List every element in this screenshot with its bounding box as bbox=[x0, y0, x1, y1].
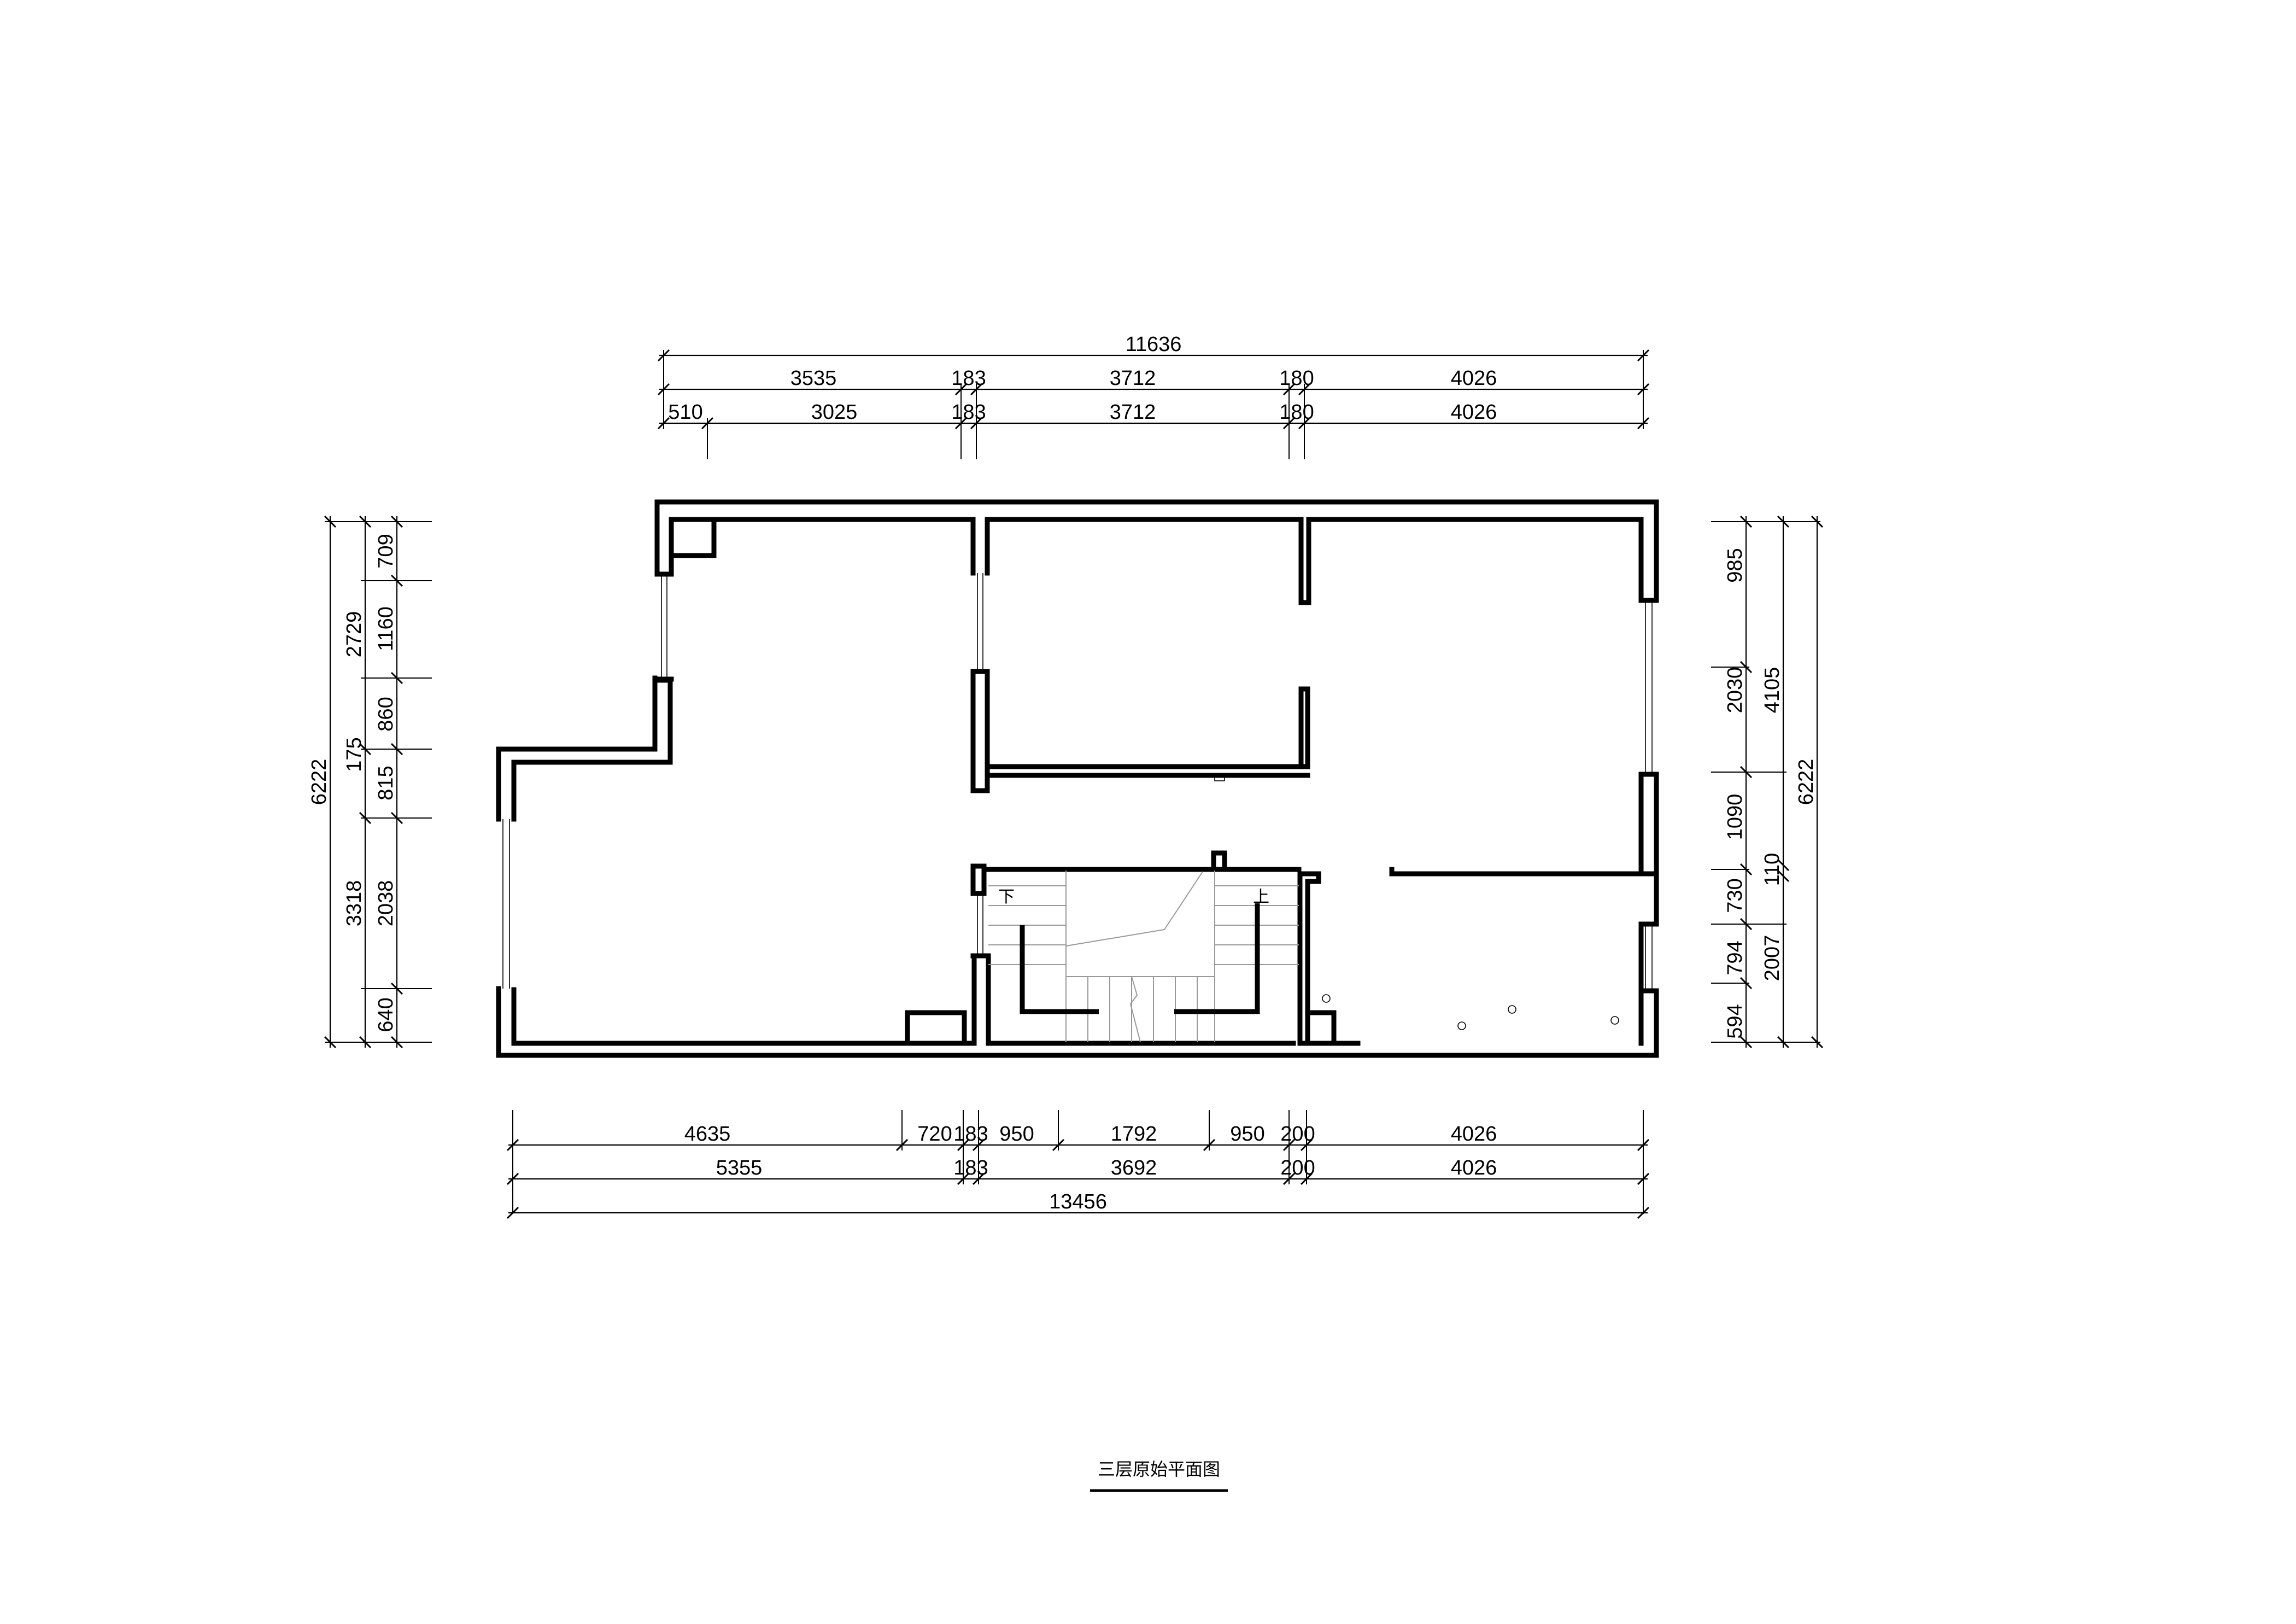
dim-right-c2-1: 4105 bbox=[1761, 667, 1784, 714]
dim-bot-r1-4: 950 bbox=[999, 1123, 1034, 1146]
staircase: 下 上 bbox=[988, 871, 1299, 1043]
fixtures bbox=[1322, 994, 1619, 1030]
dim-right-c1-1: 985 bbox=[1724, 548, 1747, 582]
dim-bot-r1-6: 950 bbox=[1230, 1123, 1264, 1146]
dim-left-c3-2: 1160 bbox=[374, 606, 397, 651]
dim-bot-r1-8: 4026 bbox=[1451, 1123, 1497, 1146]
top-dimension-chain: 11636 3535 183 3712 180 4026 510 3025 18… bbox=[657, 333, 1650, 459]
dim-right-c1-3: 1090 bbox=[1724, 794, 1747, 840]
bottom-dimension-chain: 4635 720 183 950 1792 950 200 4026 5355 … bbox=[506, 1110, 1650, 1219]
dim-right-c1-5: 794 bbox=[1724, 940, 1747, 975]
drawing-title: 三层原始平面图 bbox=[1098, 1459, 1220, 1480]
dim-top-r3-6: 4026 bbox=[1451, 401, 1497, 424]
dim-top-r3-3: 183 bbox=[951, 401, 986, 424]
dim-top-r2-2: 183 bbox=[951, 367, 986, 390]
windows bbox=[502, 573, 1653, 991]
dim-right-overall: 6222 bbox=[1795, 759, 1818, 805]
dim-top-r3-5: 180 bbox=[1279, 401, 1314, 424]
stair-up-label: 上 bbox=[1253, 887, 1269, 907]
dim-bot-r2-4: 200 bbox=[1280, 1156, 1315, 1179]
dim-bot-overall: 13456 bbox=[1049, 1190, 1107, 1213]
dim-bot-r2-5: 4026 bbox=[1451, 1156, 1497, 1179]
dim-top-r2-5: 4026 bbox=[1451, 367, 1497, 390]
dim-top-r2-1: 3535 bbox=[790, 367, 837, 390]
dim-left-c3-6: 640 bbox=[374, 997, 397, 1032]
dim-bot-r2-1: 5355 bbox=[716, 1156, 763, 1179]
dim-bot-r1-2: 720 bbox=[917, 1123, 952, 1146]
dim-right-c1-2: 2030 bbox=[1724, 667, 1747, 714]
dim-top-overall: 11636 bbox=[1126, 333, 1182, 356]
dim-left-c3-1: 709 bbox=[374, 534, 397, 568]
dim-top-r3-1: 510 bbox=[668, 401, 702, 424]
dim-right-c2-2: 110 bbox=[1761, 853, 1784, 886]
dim-left-c3-3: 860 bbox=[374, 697, 397, 731]
right-dimension-chain: 985 2030 1090 730 794 594 4105 110 2007 … bbox=[1711, 515, 1824, 1049]
dim-left-overall: 6222 bbox=[308, 759, 331, 805]
dim-bot-r2-2: 183 bbox=[953, 1156, 988, 1179]
dim-left-c3-4: 815 bbox=[374, 766, 397, 800]
dim-right-c1-6: 594 bbox=[1724, 1004, 1747, 1038]
floor-plan-walls bbox=[496, 499, 1659, 1058]
dim-bot-r1-1: 4635 bbox=[684, 1123, 731, 1146]
dim-bot-r2-3: 3692 bbox=[1111, 1156, 1157, 1179]
dim-top-r2-4: 180 bbox=[1279, 367, 1314, 390]
dim-left-c2-3: 3318 bbox=[343, 880, 366, 927]
stair-down-label: 下 bbox=[998, 887, 1015, 907]
dim-top-r3-4: 3712 bbox=[1110, 401, 1156, 424]
dim-top-r3-2: 3025 bbox=[811, 401, 858, 424]
dim-right-c1-4: 730 bbox=[1724, 878, 1747, 913]
dim-left-c3-5: 2038 bbox=[374, 880, 397, 927]
dim-left-c2-2: 175 bbox=[343, 737, 366, 772]
drawing-title-block: 三层原始平面图 bbox=[1090, 1459, 1228, 1492]
dim-top-r2-3: 3712 bbox=[1110, 367, 1156, 390]
dim-left-c2-1: 2729 bbox=[343, 611, 366, 658]
left-dimension-chain: 6222 2729 175 3318 709 1160 860 815 2038… bbox=[308, 515, 432, 1049]
dim-right-c2-3: 2007 bbox=[1761, 935, 1784, 982]
dim-bot-r1-5: 1792 bbox=[1111, 1123, 1157, 1146]
dim-bot-r1-7: 200 bbox=[1280, 1123, 1315, 1146]
dim-bot-r1-3: 183 bbox=[953, 1123, 988, 1146]
